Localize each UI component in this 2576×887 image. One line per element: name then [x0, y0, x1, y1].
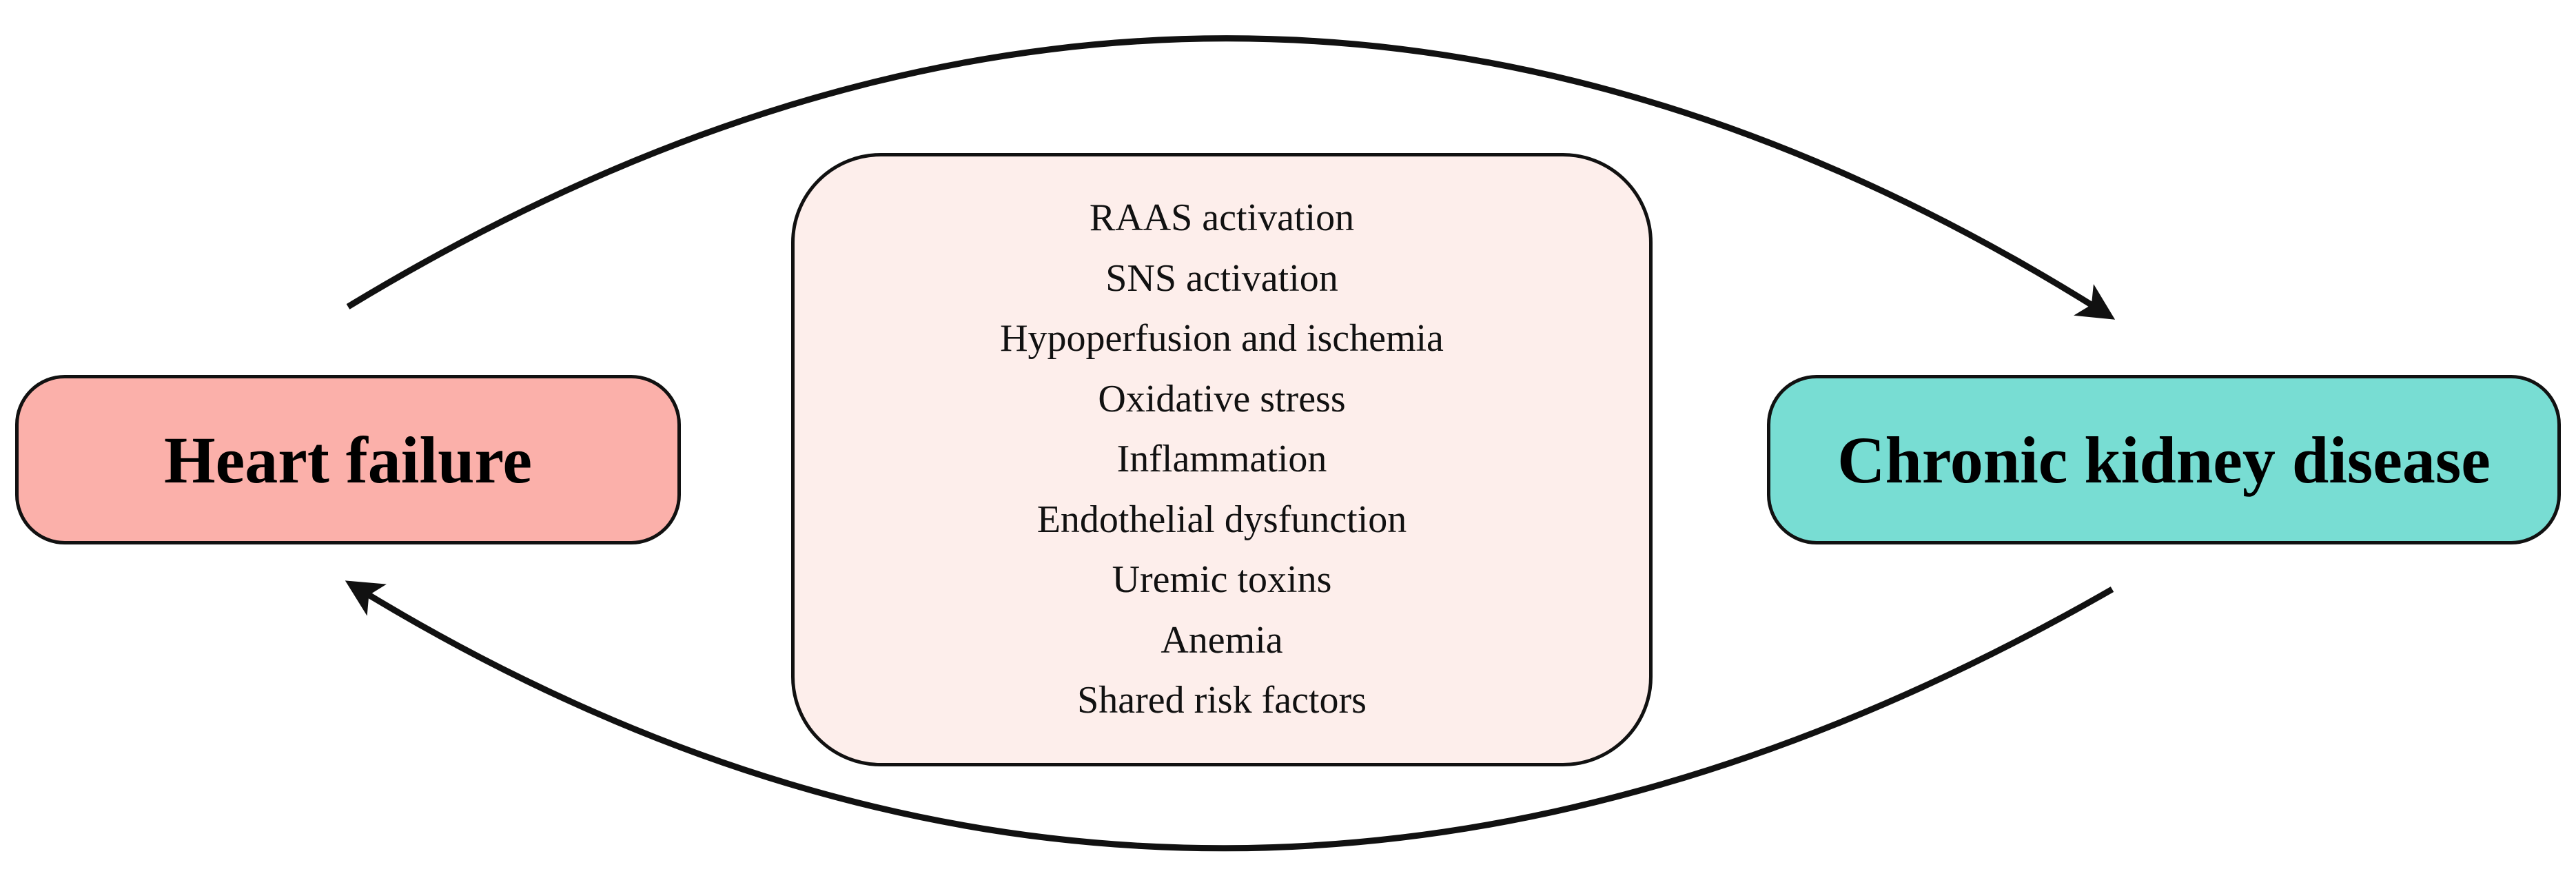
mechanism-item: Endothelial dysfunction [1036, 498, 1407, 541]
mechanism-item: Anemia [1161, 618, 1283, 662]
chronic-kidney-disease-node: Chronic kidney disease [1767, 375, 2561, 544]
mechanism-item: Oxidative stress [1098, 377, 1346, 420]
mechanism-item: Inflammation [1116, 438, 1327, 481]
mechanism-item: Hypoperfusion and ischemia [1000, 317, 1444, 360]
mechanism-item: SNS activation [1105, 256, 1338, 300]
heart-failure-label: Heart failure [163, 422, 533, 497]
mechanism-item: RAAS activation [1089, 196, 1355, 240]
arrow-hf-to-ckd [346, 35, 2116, 320]
mechanism-item: Shared risk factors [1077, 679, 1367, 722]
chronic-kidney-disease-label: Chronic kidney disease [1837, 422, 2491, 497]
arrow-ckd-to-hf [345, 580, 2114, 852]
heart-failure-node: Heart failure [15, 375, 681, 544]
mechanism-item: Uremic toxins [1112, 558, 1332, 602]
